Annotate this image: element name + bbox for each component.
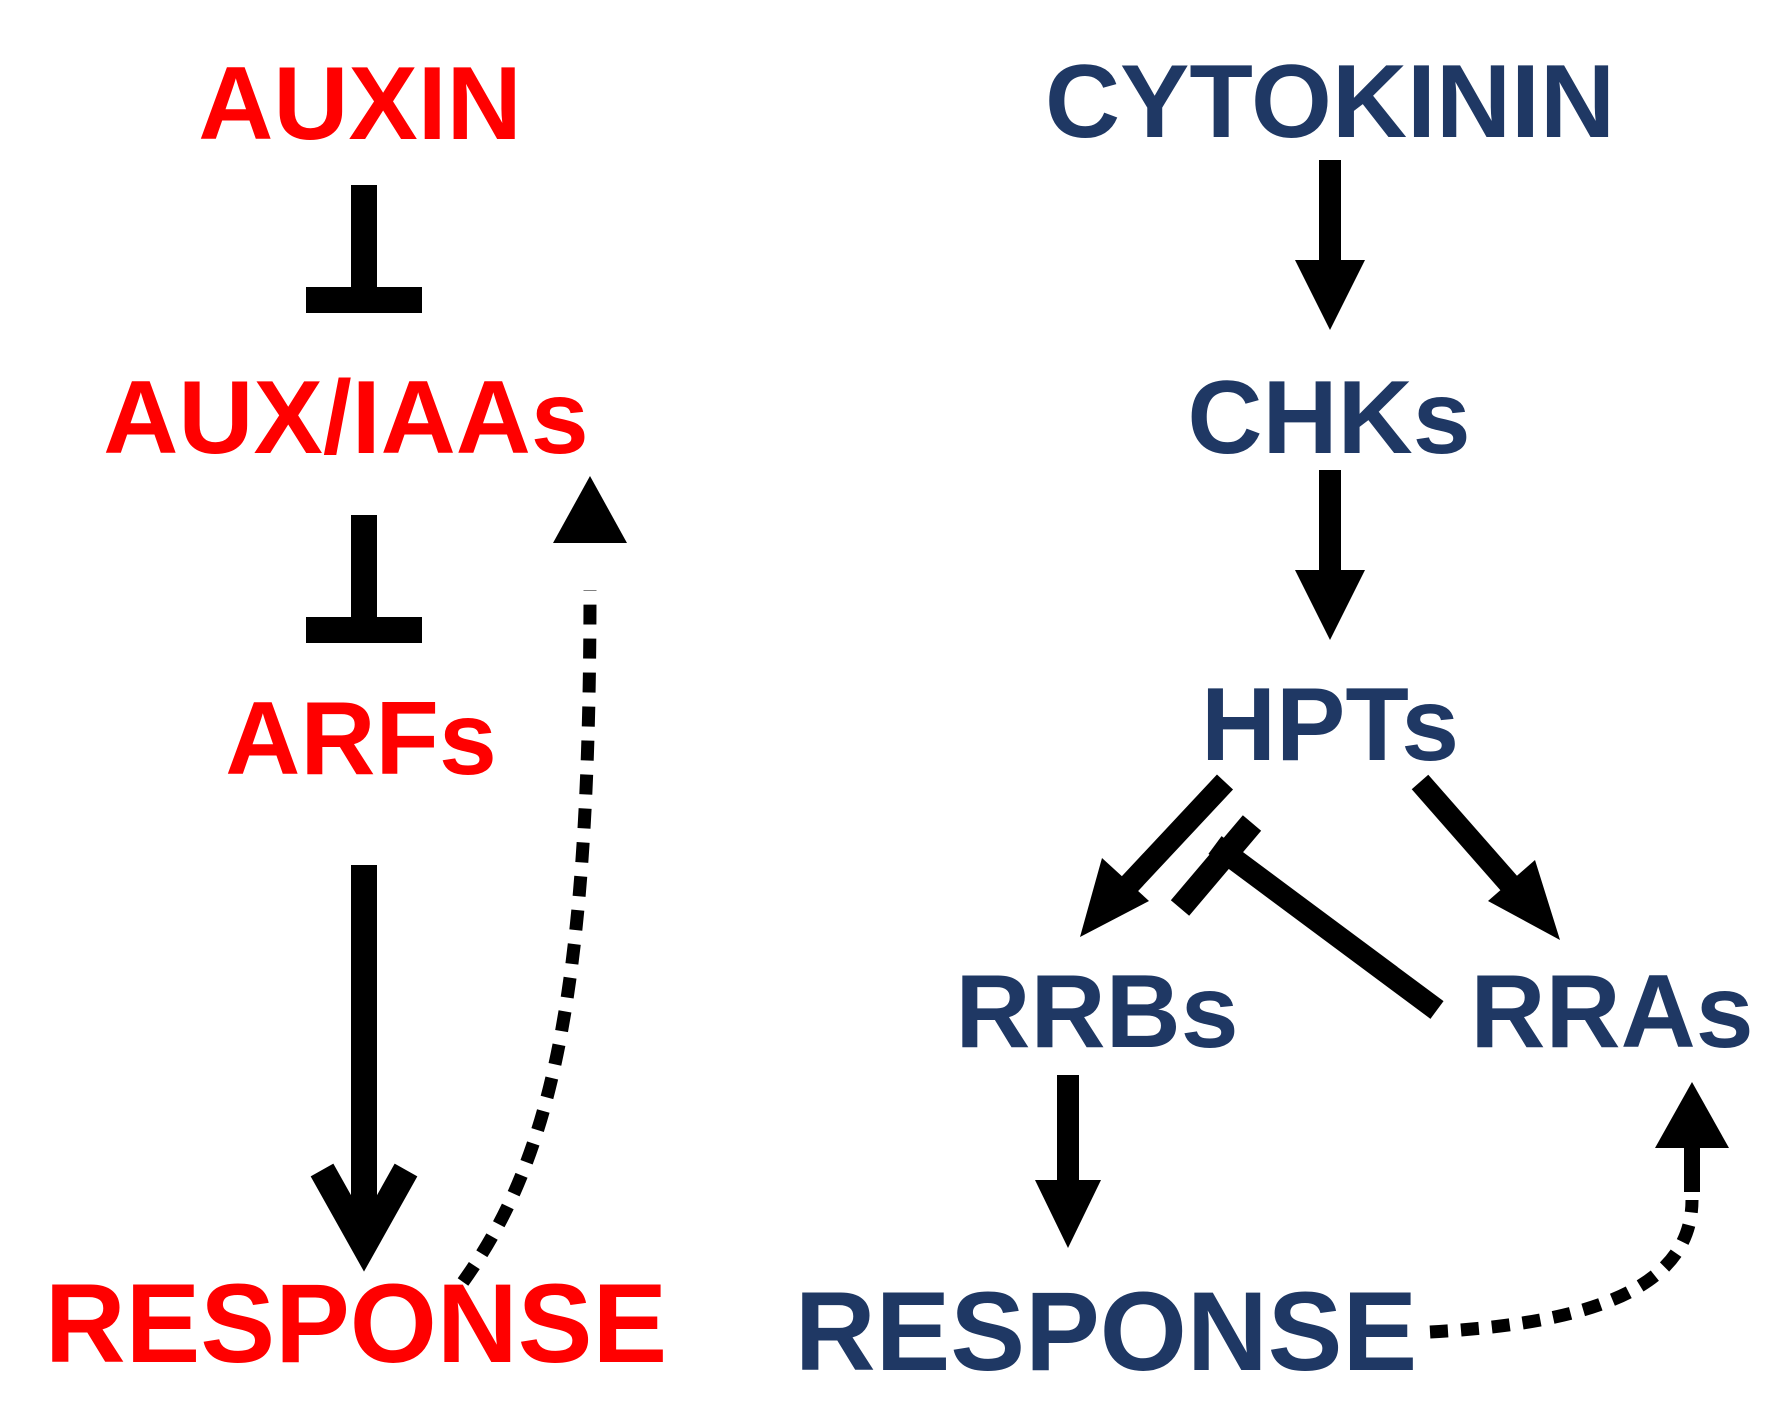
chks-label: CHKs (1187, 360, 1471, 476)
auxin-label: AUXIN (198, 46, 522, 162)
rras-label: RRAs (1470, 954, 1754, 1070)
cytokinin-response-label: RESPONSE (794, 1269, 1418, 1394)
activate-rrbs-response-edge (1035, 1075, 1101, 1248)
inhibit-auxiaas-arfs-edge (306, 515, 422, 643)
arfs-label: ARFs (225, 681, 497, 797)
inhibit-auxin-auxiaas-edge (306, 185, 422, 313)
hpts-label: HPTs (1200, 667, 1460, 783)
auxin-response-label: RESPONSE (44, 1261, 668, 1386)
feedback-response-auxiaas-edge (457, 476, 627, 1286)
activate-chks-hpts-edge (1295, 470, 1365, 640)
activate-hpts-rrbs-edge (1080, 774, 1234, 937)
activate-hpts-rras-edge (1411, 774, 1560, 940)
aux-iaas-label: AUX/IAAs (103, 360, 589, 476)
feedback-response-rras-edge (1429, 1082, 1729, 1339)
activate-cytokinin-chks-edge (1295, 160, 1365, 330)
cytokinin-label: CYTOKININ (1044, 44, 1616, 160)
activate-arfs-response-edge (310, 865, 418, 1272)
rrbs-label: RRBs (955, 954, 1239, 1070)
inhibit-rras-hpts-rrbs-edge (1170, 815, 1444, 1019)
